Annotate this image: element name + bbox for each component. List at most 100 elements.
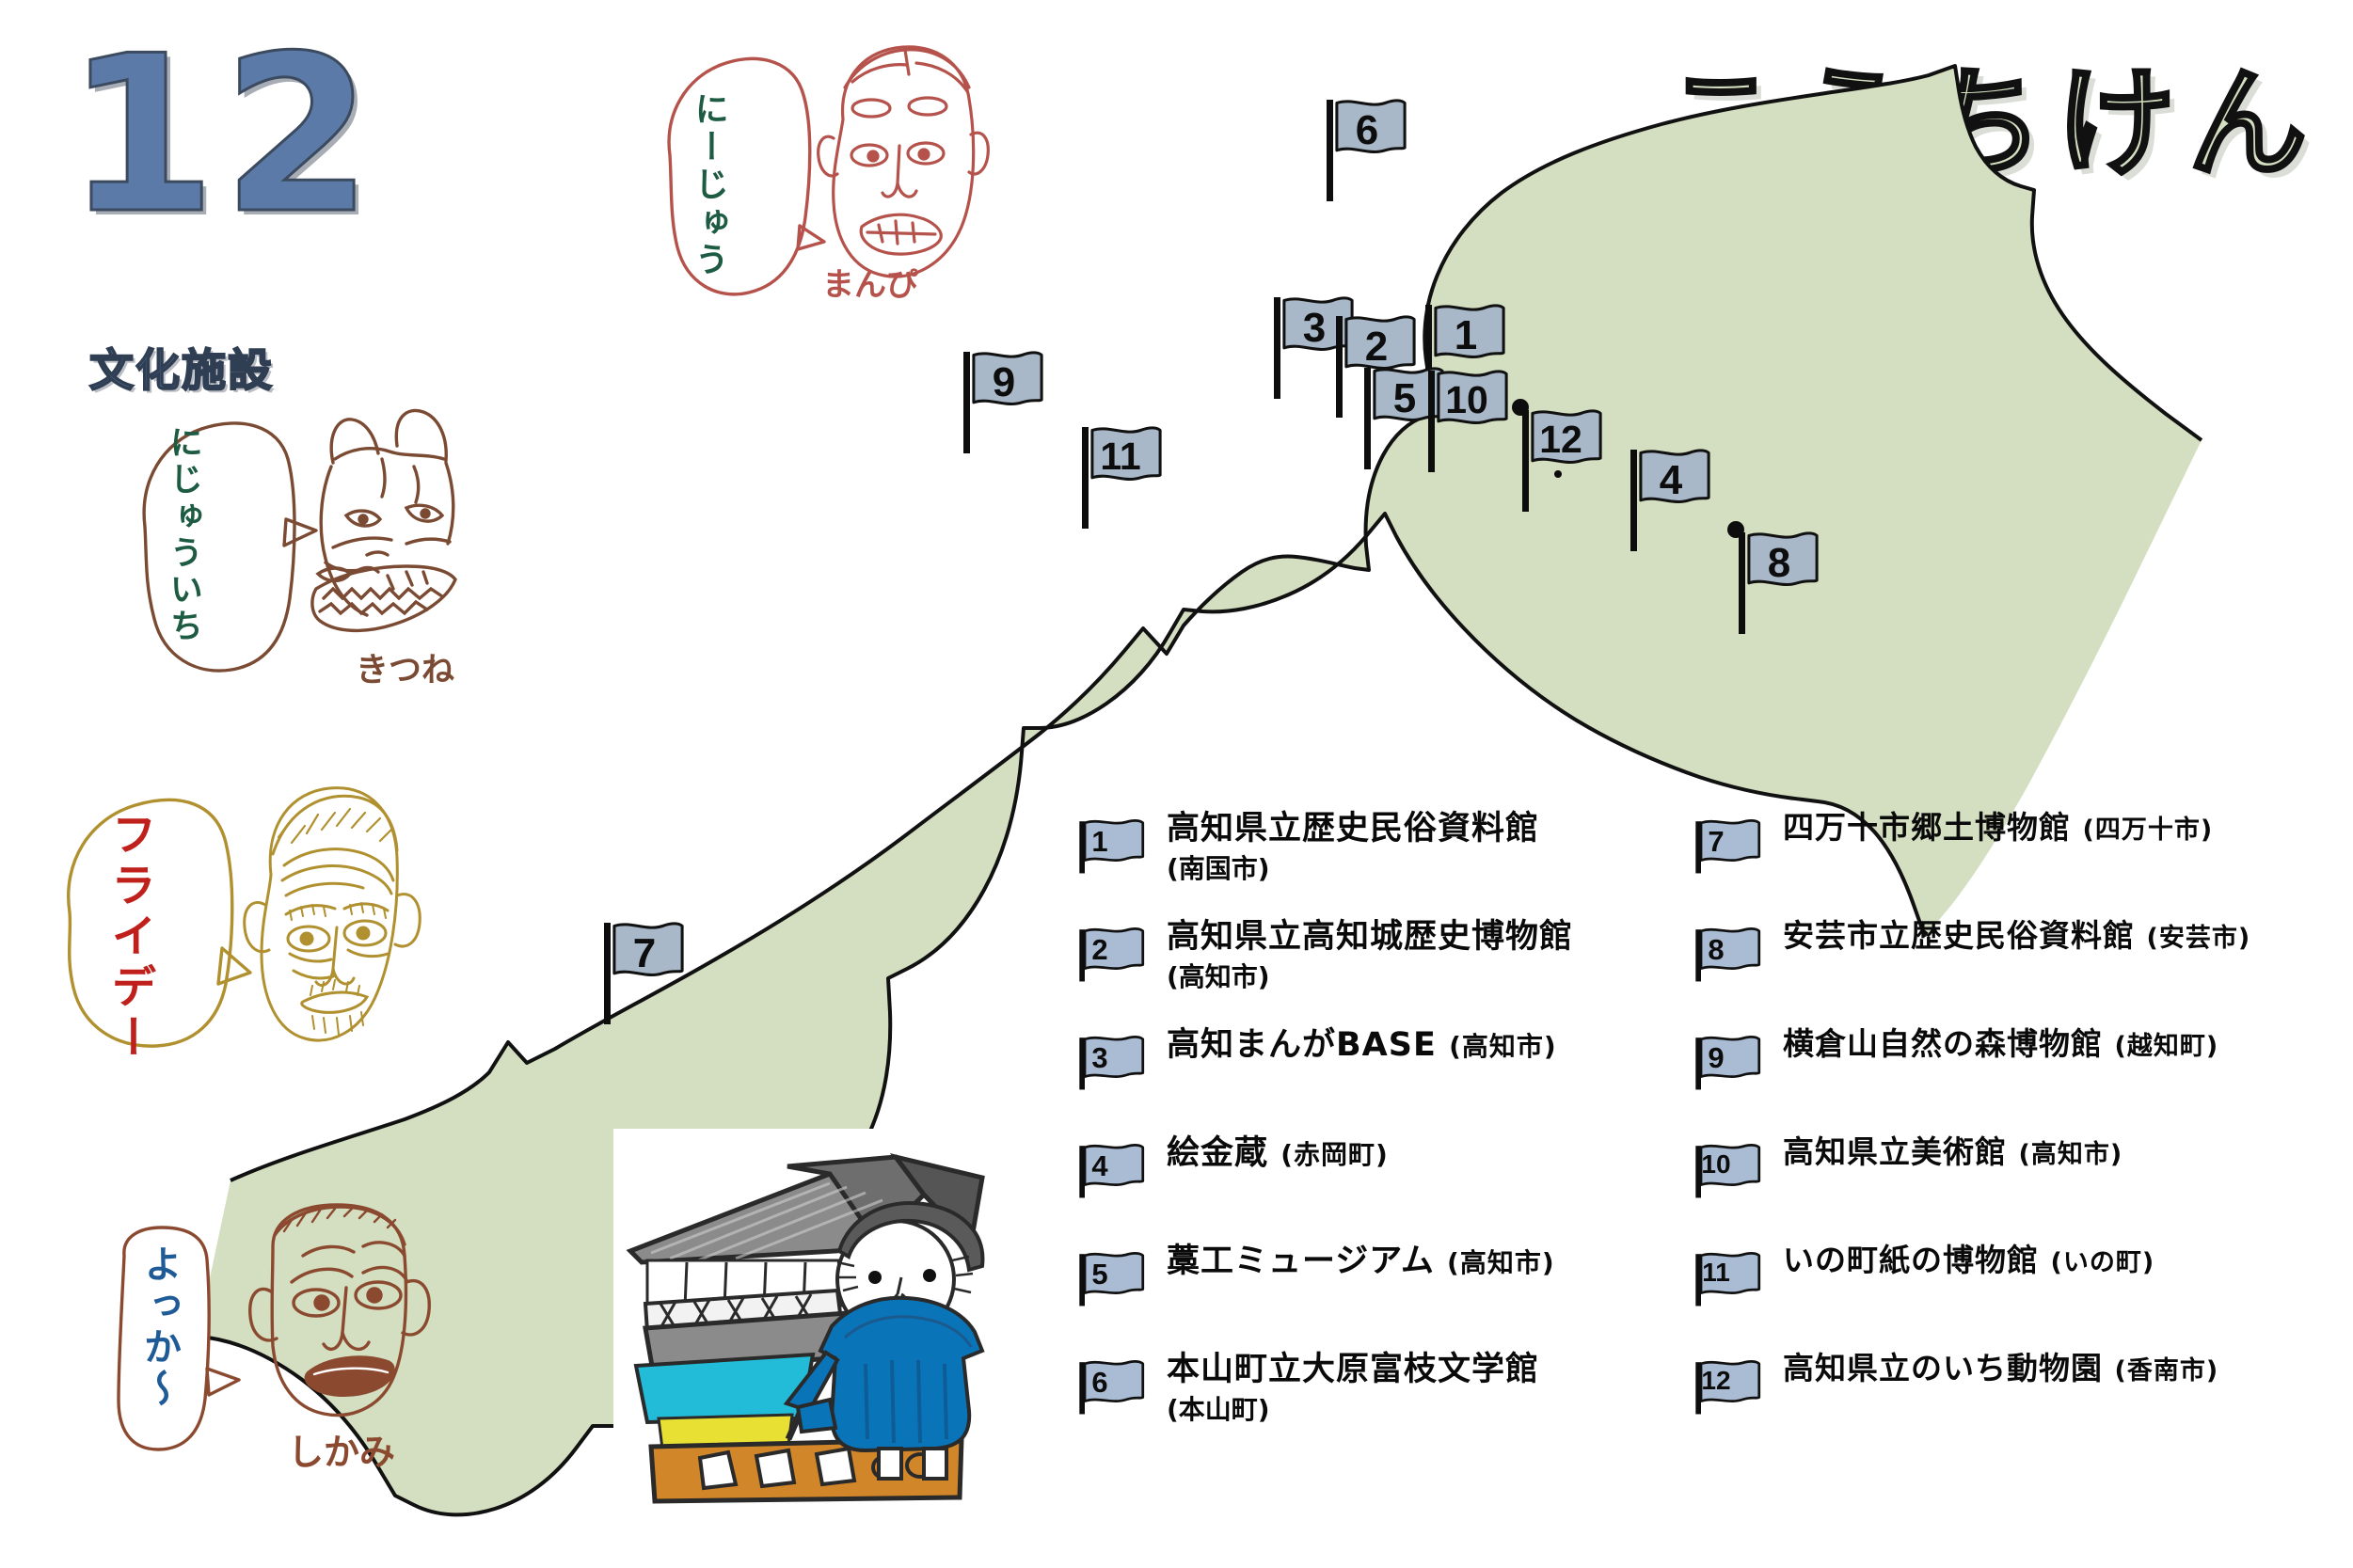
map-flag-11[interactable]: 11	[1073, 421, 1163, 532]
map-flag-number: 1	[1454, 312, 1478, 358]
legend-item-name: 高知県立美術館 (高知市)	[1783, 1133, 2123, 1170]
doodle-manbi-label: まんぴ	[822, 266, 918, 304]
legend-column-right: 7 四万十市郷土博物館 (四万十市) 8 安芸市立歴史民俗資料館 (安芸市) 9 横倉山自…	[1689, 810, 2300, 1463]
legend-item-8[interactable]: 8 安芸市立歴史民俗資料館 (安芸市)	[1689, 918, 2300, 1025]
legend-item-city: (高知市)	[2018, 1140, 2123, 1169]
legend-item-9[interactable]: 9 横倉山自然の森博物館 (越知町)	[1689, 1026, 2300, 1133]
legend-flag-12: 12	[1689, 1358, 1762, 1417]
legend-item-city: (高知市)	[1167, 961, 1270, 993]
page-title: こうちけん	[1660, 53, 2320, 195]
legend-flag-number: 10	[1701, 1149, 1731, 1179]
map-location-dot	[1512, 399, 1529, 416]
legend-flag-11: 11	[1689, 1250, 1762, 1308]
map-flag-8[interactable]: 8	[1729, 527, 1820, 638]
map-flag-2[interactable]: 2	[1327, 310, 1417, 421]
legend-item-city: (高知市)	[1447, 1247, 1555, 1278]
map-location-dot	[1727, 521, 1744, 538]
map-location-dot	[1554, 470, 1562, 478]
map-flag-number: 2	[1364, 324, 1389, 370]
legend-flag-8: 8	[1689, 926, 1762, 984]
legend-flag-number: 3	[1091, 1041, 1108, 1074]
legend-item-name: 横倉山自然の森博物館 (越知町)	[1783, 1025, 2219, 1062]
map-flag-number: 7	[632, 930, 657, 976]
legend-item-name: 藁工ミュージアム (高知市)	[1167, 1243, 1555, 1280]
doodle-friday-bubble-text: フライデー	[103, 811, 156, 1065]
map-flag-1[interactable]: 1	[1416, 299, 1506, 410]
doodle-friday-man: フライデー	[56, 771, 442, 1082]
map-flag-number: 6	[1355, 107, 1379, 153]
legend-item-city: (高知市)	[1449, 1031, 1557, 1062]
legend-item-name: 本山町立大原富枝文学館	[1167, 1351, 1540, 1388]
legend-item-city: (赤岡町)	[1280, 1139, 1389, 1170]
page-number-label: 文化施設	[88, 344, 274, 398]
legend-item-city: (香南市)	[2114, 1356, 2219, 1386]
doodle-kitsune: にじゅういち きつね	[132, 404, 508, 689]
map-flag-number: 5	[1392, 375, 1417, 421]
legend-flag-number: 8	[1708, 933, 1725, 966]
legend-item-12[interactable]: 12 高知県立のいち動物園 (香南市)	[1689, 1350, 2300, 1458]
legend-flag-number: 5	[1091, 1258, 1108, 1291]
legend-item-city: (南国市)	[1167, 853, 1270, 885]
legend-flag-number: 7	[1708, 825, 1725, 858]
map-flag-3[interactable]: 3	[1264, 292, 1355, 403]
legend-flag-1: 1	[1073, 817, 1146, 876]
map-flag-6[interactable]: 6	[1317, 94, 1407, 205]
legend-flag-4: 4	[1073, 1142, 1146, 1200]
legend-item-2[interactable]: 2 高知県立高知城歴史博物館 (高知市)	[1073, 918, 1684, 1025]
map-flag-number: 10	[1445, 378, 1488, 421]
map-flag-4[interactable]: 4	[1621, 444, 1711, 555]
doodle-shikami: よっか～ しかみ	[103, 1190, 461, 1473]
map-flag-number: 8	[1767, 540, 1791, 586]
map-flag-number: 9	[992, 359, 1016, 405]
map-flag-number: 11	[1100, 435, 1141, 478]
legend-item-name: 高知まんがBASE (高知市)	[1167, 1026, 1557, 1064]
legend-flag-number: 11	[1702, 1258, 1730, 1287]
map-flag-9[interactable]: 9	[954, 346, 1044, 457]
legend-item-name: 高知県立高知城歴史博物館	[1167, 918, 1574, 956]
legend-item-4[interactable]: 4 絵金蔵 (赤岡町)	[1073, 1134, 1684, 1242]
legend-flag-number: 2	[1091, 933, 1108, 966]
legend-item-city: (いの町)	[2050, 1248, 2155, 1277]
legend-flag-5: 5	[1073, 1250, 1146, 1308]
legend-item-7[interactable]: 7 四万十市郷土博物館 (四万十市)	[1689, 810, 2300, 917]
legend-item-5[interactable]: 5 藁工ミュージアム (高知市)	[1073, 1243, 1684, 1350]
map-flag-10[interactable]: 10	[1419, 365, 1509, 476]
map-flag-number: 12	[1539, 418, 1582, 461]
legend-item-city: (越知町)	[2114, 1032, 2219, 1061]
map-flag-7[interactable]: 7	[595, 917, 685, 1028]
legend-flag-3: 3	[1073, 1034, 1146, 1092]
legend-item-city: (四万十市)	[2082, 816, 2214, 845]
legend-flag-6: 6	[1073, 1358, 1146, 1417]
legend-flag-number: 12	[1701, 1366, 1731, 1395]
legend-item-1[interactable]: 1 高知県立歴史民俗資料館 (南国市)	[1073, 810, 1684, 917]
map-flag-number: 4	[1659, 457, 1683, 503]
legend-item-name: 安芸市立歴史民俗資料館 (安芸市)	[1783, 917, 2251, 954]
legend-flag-number: 6	[1091, 1366, 1108, 1399]
legend-flag-2: 2	[1073, 926, 1146, 984]
legend-item-11[interactable]: 11 いの町紙の博物館 (いの町)	[1689, 1242, 2300, 1350]
legend-item-city: (本山町)	[1167, 1394, 1270, 1426]
legend-item-10[interactable]: 10 高知県立美術館 (高知市)	[1689, 1134, 2300, 1242]
legend-flag-7: 7	[1689, 817, 1762, 876]
legend-flag-number: 4	[1091, 1149, 1108, 1182]
legend-item-name: 四万十市郷土博物館 (四万十市)	[1783, 809, 2214, 846]
doodle-manbi-bubble-text: にーじゅう	[689, 91, 728, 279]
legend-item-city: (安芸市)	[2146, 924, 2251, 953]
map-flag-12[interactable]: 12	[1513, 404, 1603, 515]
doodle-kitsune-label: きつね	[356, 652, 455, 689]
legend-flag-10: 10	[1689, 1142, 1762, 1200]
legend-item-3[interactable]: 3 高知まんがBASE (高知市)	[1073, 1026, 1684, 1133]
legend-flag-number: 9	[1708, 1041, 1725, 1074]
legend-item-name: 絵金蔵 (赤岡町)	[1167, 1134, 1389, 1172]
legend-flag-9: 9	[1689, 1034, 1762, 1092]
doodle-manbi: にーじゅう まんぴ	[659, 33, 1016, 306]
page-number: 12	[64, 10, 379, 261]
legend-item-name: 高知県立歴史民俗資料館	[1167, 810, 1540, 847]
legend-item-6[interactable]: 6 本山町立大原富枝文学館 (本山町)	[1073, 1351, 1684, 1458]
legend-item-name: いの町紙の博物館 (いの町)	[1783, 1242, 2155, 1278]
doodle-shikami-bubble-text: よっか～	[137, 1244, 181, 1410]
doodle-kitsune-bubble-text: にじゅういち	[164, 425, 202, 645]
legend-flag-number: 1	[1091, 825, 1108, 858]
legend-item-name: 高知県立のいち動物園 (香南市)	[1783, 1350, 2219, 1386]
